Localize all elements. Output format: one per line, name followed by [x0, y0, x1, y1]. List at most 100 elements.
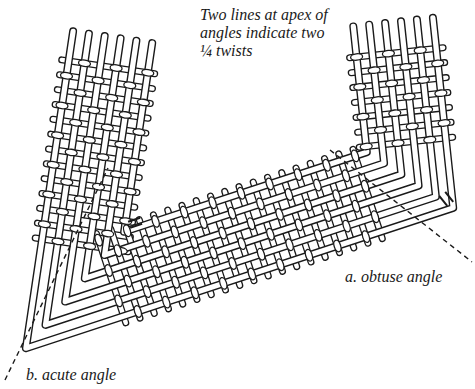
weave-crossing: [161, 295, 171, 308]
weave-crossing: [124, 187, 137, 195]
weave-crossing: [123, 274, 133, 287]
weave-crossing: [312, 178, 322, 191]
weave-crossing: [417, 76, 430, 84]
weaver-fill: [49, 149, 142, 163]
weave-crossing: [106, 200, 119, 208]
weave-crossing: [322, 209, 332, 222]
weaver-fill: [359, 137, 453, 147]
weave-crossing: [353, 83, 366, 91]
weave-crossing: [350, 149, 360, 162]
weave-crossing: [256, 248, 266, 261]
weave-crossing: [208, 246, 218, 259]
weave-crossing: [52, 237, 65, 245]
twist-marks: [439, 192, 453, 206]
rod-outline: [26, 18, 453, 348]
weaver-outline: [351, 63, 445, 73]
weaver-fill: [37, 223, 130, 237]
twist-marks: [128, 218, 142, 228]
weaver-fill: [40, 208, 133, 222]
weave-crossing: [56, 101, 69, 109]
weave-crossing: [190, 286, 200, 299]
weaver-outline: [42, 194, 135, 208]
weave-crossing: [370, 210, 380, 223]
weaver-fill: [53, 119, 146, 133]
weave-crossing: [406, 123, 419, 131]
weave-crossing: [228, 257, 238, 270]
weave-crossing: [420, 106, 433, 114]
weave-crossing: [403, 93, 416, 101]
weave-crossing: [42, 190, 55, 198]
weave-crossing: [332, 239, 342, 252]
weave-crossing: [69, 119, 82, 127]
weaver-outline: [62, 60, 155, 74]
weaver-fill: [62, 60, 155, 74]
weave-crossing: [303, 198, 313, 211]
weaver-outline: [55, 105, 148, 119]
weave-crossing: [423, 136, 436, 144]
weave-crossing: [304, 249, 314, 262]
weave-crossing: [142, 285, 152, 298]
weave-crossing: [51, 131, 64, 139]
weave-crossing: [65, 148, 78, 156]
weave-crossing: [92, 183, 105, 191]
weave-crossing: [87, 106, 100, 114]
weave-crossing: [198, 216, 208, 229]
weave-crossing: [151, 265, 161, 278]
weaver-outline: [356, 107, 450, 117]
weaver-outline: [359, 137, 453, 147]
weaver-outline: [40, 208, 133, 222]
weaver-fill: [51, 134, 144, 148]
weave-crossing: [110, 64, 123, 72]
weave-crossing: [392, 139, 405, 147]
weaver-outline: [49, 149, 142, 163]
weave-crossing: [360, 143, 373, 151]
weaver-fill: [351, 63, 445, 73]
weave-crossing: [374, 126, 387, 134]
weave-crossing: [293, 168, 303, 181]
weave-crossing: [83, 242, 96, 250]
weave-crossing: [74, 195, 87, 203]
weave-crossing: [246, 217, 256, 230]
weave-crossing: [179, 205, 189, 218]
weave-crossing: [119, 111, 132, 119]
weave-crossing: [332, 189, 342, 202]
weave-crossing: [113, 244, 123, 257]
weaver-outline: [44, 179, 137, 193]
weave-crossing: [275, 208, 285, 221]
weave-crossing: [285, 238, 295, 251]
weaver-fill: [354, 93, 448, 103]
weave-crossing: [104, 264, 114, 277]
weave-crossing: [101, 230, 114, 238]
weave-crossing: [114, 141, 127, 149]
weave-crossing: [170, 225, 180, 238]
weave-crossing: [105, 94, 118, 102]
weave-crossing: [161, 245, 171, 258]
weave-crossing: [74, 89, 87, 97]
weave-crossing: [208, 196, 218, 209]
weave-crossing: [101, 123, 114, 131]
rod-fill: [26, 18, 453, 348]
weave-crossing: [227, 207, 237, 220]
weave-crossing: [133, 305, 143, 318]
rods: [26, 18, 453, 348]
weave-crossing: [114, 294, 124, 307]
weave-crossing: [128, 158, 141, 166]
weave-crossing: [438, 119, 451, 127]
weaver-fill: [44, 179, 137, 193]
weaver-fill: [57, 90, 150, 104]
weave-crossing: [133, 128, 146, 136]
weave-crossing: [199, 266, 209, 279]
weave-crossing: [247, 267, 257, 280]
weave-crossing: [38, 220, 51, 228]
weave-crossing: [435, 89, 448, 97]
weaver-outline: [51, 134, 144, 148]
weave-crossing: [284, 188, 294, 201]
weave-crossing: [132, 255, 142, 268]
weaver-fill: [60, 75, 153, 89]
weave-crossing: [122, 224, 132, 237]
weaver-fill: [350, 48, 444, 58]
weave-crossing: [342, 219, 352, 232]
weave-crossing: [78, 59, 91, 67]
weave-crossing: [94, 233, 104, 246]
weave-crossing: [322, 159, 332, 172]
